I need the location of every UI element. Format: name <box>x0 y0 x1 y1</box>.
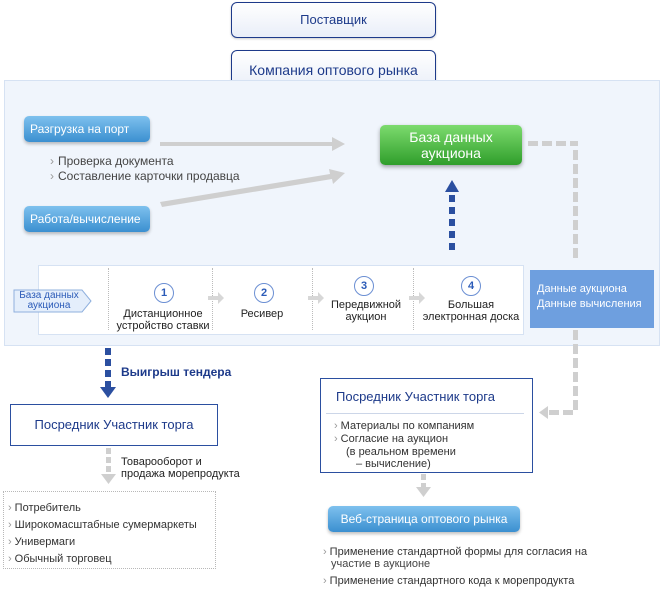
right-item-sub1: (в реальном времени <box>346 446 456 458</box>
arrow-work-to-db <box>160 169 345 207</box>
step-arrow <box>208 292 224 304</box>
steps-tag-line2: аукциона <box>27 300 71 311</box>
step-1-label: Дистанционное устройство ставки <box>108 308 218 332</box>
win-tender-label: Выигрыш тендера <box>121 365 232 379</box>
consumers-box: Потребитель Широкомасштабные сумермаркет… <box>3 491 216 569</box>
company-label: Компания оптового рынка <box>249 62 418 78</box>
auction-data-line1: Данные аукциона <box>537 283 627 295</box>
step-4-line1: Большая <box>447 299 495 311</box>
consumer-item: Универмаги <box>8 534 215 551</box>
supplier-box: Поставщик <box>231 2 436 38</box>
arrow-down-win <box>100 348 116 398</box>
step-arrow <box>409 292 425 304</box>
arrow-unloading-to-db <box>160 137 345 151</box>
step-3-number: 3 <box>354 276 374 296</box>
bullet-item: Проверка документа <box>50 154 240 169</box>
work-calc-tag: Работа/вычисление <box>24 206 150 232</box>
unloading-label: Разгрузка на порт <box>30 122 130 136</box>
steps-tag-line1: База данных <box>19 290 79 301</box>
web-notes: Применение стандартной формы для согласи… <box>323 546 587 587</box>
auction-data-box: Данные аукциона Данные вычисления <box>530 270 654 328</box>
arrow-steps-to-db <box>445 180 459 250</box>
turnover-text: Товарооборот и продажа морепродукта <box>121 456 240 480</box>
step-3-line1: Передвижной <box>330 299 402 311</box>
step-3-line2: аукцион <box>345 311 387 323</box>
left-box-title: Посредник Участник торга <box>34 417 194 432</box>
dashed-db-to-right-box <box>528 141 578 419</box>
step-4-label: Большая электронная доска <box>418 299 524 323</box>
step-4-line2: электронная доска <box>422 311 520 323</box>
step-1-line1: Дистанционное <box>123 308 203 320</box>
right-item: Согласие на аукцион <box>334 433 474 446</box>
bullet-item: Составление карточки продавца <box>50 169 240 184</box>
supplier-label: Поставщик <box>300 12 367 27</box>
step-2-label: Ресивер <box>222 308 302 320</box>
step-3-label: Передвижной аукцион <box>318 299 414 323</box>
step-2-number: 2 <box>254 283 274 303</box>
left-participant-box: Посредник Участник торга <box>10 404 218 446</box>
auction-data-line2: Данные вычисления <box>537 298 642 310</box>
auction-db-line1: База данных <box>409 129 493 145</box>
steps-tag-shape <box>13 289 92 313</box>
steps-strip <box>38 265 524 335</box>
arrow-down-turnover <box>101 448 116 484</box>
unloading-tag: Разгрузка на порт <box>24 116 150 142</box>
step-2-line1: Ресивер <box>240 308 284 320</box>
right-box-title: Посредник Участник торга <box>336 389 495 404</box>
right-box-divider <box>326 413 524 414</box>
right-box-list: Материалы по компаниям Согласие на аукци… <box>334 420 475 470</box>
web-note: Применение стандартной формы для согласи… <box>323 546 587 558</box>
arrow-down-web <box>416 474 431 497</box>
step-arrow <box>308 292 324 304</box>
web-page-tag: Веб-страница оптового рынка <box>328 506 520 532</box>
turnover-line1: Товарооборот и <box>121 456 202 468</box>
web-note-cont: участие в аукционе <box>331 558 431 570</box>
consumer-item: Широкомасштабные сумермаркеты <box>8 517 215 534</box>
step-4-number: 4 <box>461 276 481 296</box>
step-divider <box>108 268 109 330</box>
turnover-line2: продажа морепродукта <box>121 468 240 480</box>
consumer-item: Потребитель <box>8 500 215 517</box>
step-1-line2: устройство ставки <box>116 320 210 332</box>
web-note: Применение стандартного кода к морепроду… <box>323 575 587 587</box>
web-page-label: Веб-страница оптового рынка <box>340 512 508 526</box>
right-item: Материалы по компаниям <box>334 420 475 433</box>
work-calc-label: Работа/вычисление <box>30 212 141 226</box>
unloading-bullets: Проверка документа Составление карточки … <box>50 154 240 184</box>
steps-tag: База данных аукциона <box>12 289 92 313</box>
auction-db-line2: аукциона <box>421 145 481 161</box>
consumer-item: Обычный торговец <box>8 551 215 568</box>
right-item-sub2: – вычисление) <box>356 458 431 470</box>
step-1-number: 1 <box>154 283 174 303</box>
auction-db-box: База данных аукциона <box>380 125 522 165</box>
